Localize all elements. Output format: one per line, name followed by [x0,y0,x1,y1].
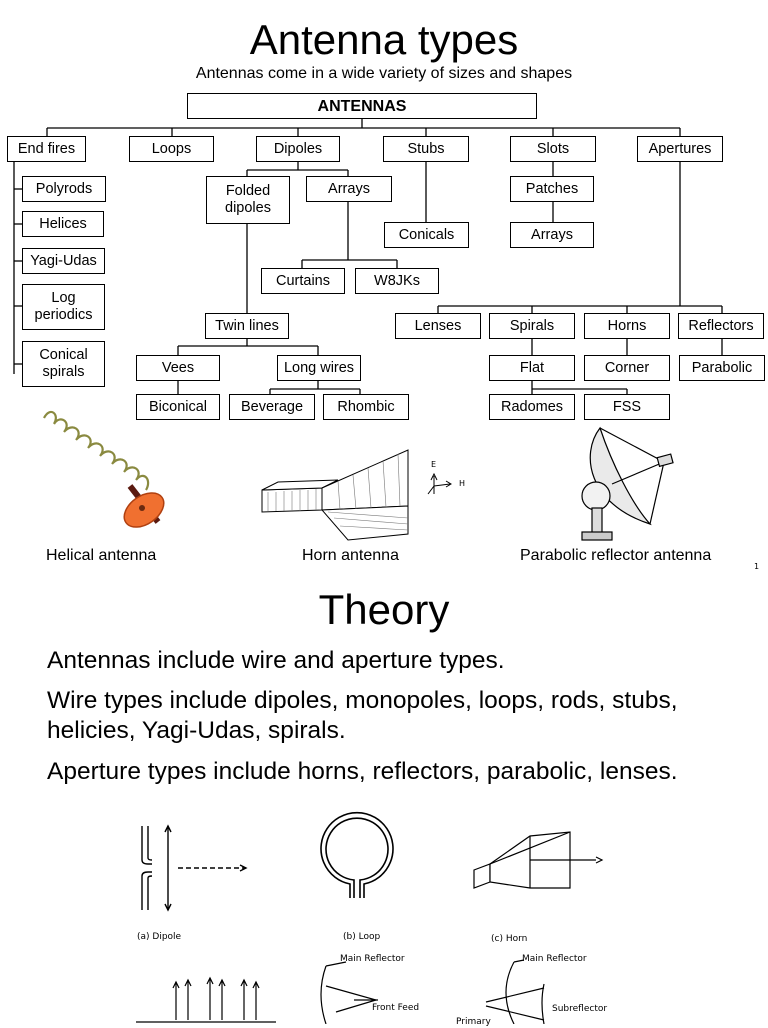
tree-node-parabolic: Parabolic [679,355,765,381]
tree-node-biconical: Biconical [136,394,220,420]
bullet-2: Wire types include dipoles, monopoles, l… [47,687,678,744]
theory-title: Theory [318,586,450,633]
tree-node-reflectors: Reflectors [678,313,764,339]
tree-node-loops: Loops [129,136,214,162]
tree-node-horns: Horns [584,313,670,339]
bullet-3: Aperture types include horns, reflectors… [47,758,678,785]
tree-node-arrays-dipoles: Arrays [306,176,392,202]
tree-node-helices: Helices [22,211,104,237]
label-main-reflector-1: Main Reflector [340,954,405,964]
label-subreflector: Subreflector [552,1004,608,1014]
tree-node-rhombic: Rhombic [323,394,409,420]
tree-node-conical-spirals: Conical spirals [22,341,105,387]
cassegrain-reflector-figure [485,959,545,1024]
slide-title: Antenna types [249,16,519,63]
tree-node-corner: Corner [584,355,670,381]
caption-parabolic-reflector: Parabolic reflector antenna [520,547,712,564]
tree-node-radomes: Radomes [489,394,575,420]
tree-node-apertures: Apertures [637,136,723,162]
label-main-reflector-2: Main Reflector [522,954,587,964]
tree-node-patches: Patches [510,176,594,202]
label-loop: (b) Loop [343,932,381,942]
horn-antenna-illustration [261,449,409,541]
tree-node-long-wires: Long wires [277,355,361,381]
tree-node-w8jks: W8JKs [355,268,439,294]
parabolic-reflector-illustration [581,426,674,541]
array-figure [136,976,276,1023]
tree-node-lenses: Lenses [395,313,481,339]
dipole-figure [141,824,248,912]
tree-node-end-fires: End fires [7,136,86,162]
tree-node-antennas: ANTENNAS [187,93,537,119]
tree-node-beverage: Beverage [229,394,315,420]
horn-axis-e-label: E [431,460,437,469]
tree-node-slots: Slots [510,136,596,162]
tree-node-stubs: Stubs [383,136,469,162]
page-number: 1 [754,562,760,571]
tree-node-vees: Vees [136,355,220,381]
tree-node-polyrods: Polyrods [22,176,106,202]
helical-antenna-illustration [43,410,165,528]
tree-node-flat: Flat [489,355,575,381]
label-primary: Primary [456,1017,491,1027]
label-horn: (c) Horn [491,934,528,944]
label-front-feed: Front Feed [372,1003,420,1013]
tree-node-arrays-slots: Arrays [510,222,594,248]
bullet-1: Antennas include wire and aperture types… [47,647,505,674]
horn-axis-h-label: H [459,479,466,488]
horn-figure [473,831,604,889]
tree-node-spirals: Spirals [489,313,575,339]
caption-horn-antenna: Horn antenna [302,547,399,564]
tree-node-log-periodics: Log periodics [22,284,105,330]
tree-node-curtains: Curtains [261,268,345,294]
front-feed-reflector-figure [320,961,379,1024]
slide-subtitle: Antennas come in a wide variety of sizes… [195,65,573,82]
tree-node-dipoles: Dipoles [256,136,340,162]
tree-node-fss: FSS [584,394,670,420]
horn-axes-diagram [427,472,452,495]
tree-node-twin-lines: Twin lines [205,313,289,339]
label-dipole: (a) Dipole [137,932,182,942]
loop-figure [320,811,394,898]
tree-node-folded-dipoles: Folded dipoles [206,176,290,224]
caption-helical-antenna: Helical antenna [46,547,157,564]
tree-node-conicals: Conicals [384,222,469,248]
tree-node-yagi-udas: Yagi-Udas [22,248,105,274]
